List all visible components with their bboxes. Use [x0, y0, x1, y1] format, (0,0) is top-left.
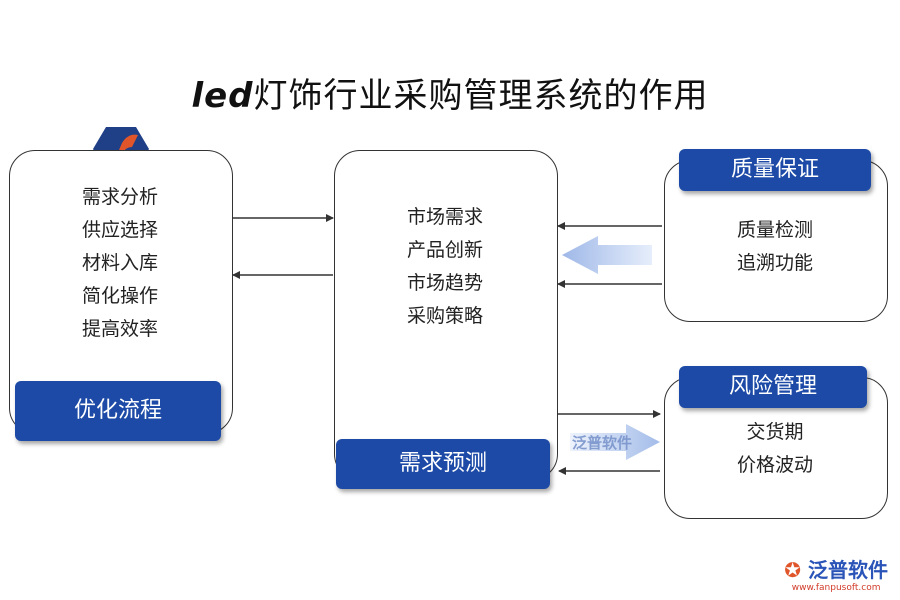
title-main: 灯饰行业采购管理系统的作用	[253, 76, 709, 116]
brand-url: www.fanpusoft.com	[791, 583, 881, 593]
left-box-label: 优化流程	[15, 381, 221, 441]
center-box-items: 市场需求 产品创新 市场趋势 采购策略	[334, 201, 556, 333]
big-arrow-left	[562, 236, 652, 274]
center-box-label: 需求预测	[336, 439, 550, 489]
right-top-box-label: 质量保证	[679, 149, 871, 191]
right-top-box-items: 质量检测 追溯功能	[664, 214, 886, 280]
list-item: 质量检测	[736, 219, 813, 241]
list-item: 材料入库	[81, 252, 158, 274]
diagram-title: led灯饰行业采购管理系统的作用	[0, 68, 900, 117]
list-item: 价格波动	[736, 454, 813, 476]
right-bottom-box-label: 风险管理	[679, 366, 867, 408]
list-item: 简化操作	[81, 285, 158, 307]
list-item: 产品创新	[406, 239, 483, 261]
list-item: 需求分析	[81, 186, 158, 208]
list-item: 采购策略	[406, 305, 483, 327]
center-box	[334, 150, 558, 480]
right-bottom-box-items: 交货期 价格波动	[664, 416, 886, 482]
list-item: 供应选择	[81, 219, 158, 241]
list-item: 市场需求	[406, 206, 483, 228]
list-item: 追溯功能	[736, 252, 813, 274]
list-item: 提高效率	[81, 318, 158, 340]
brand-logo: ✪ 泛普软件 www.fanpusoft.com	[784, 554, 888, 593]
list-item: 交货期	[746, 421, 804, 443]
title-prefix: led	[191, 76, 254, 116]
big-arrow-right	[570, 424, 660, 460]
brand-name: 泛普软件	[808, 558, 888, 582]
brand-mark-icon: ✪	[784, 558, 802, 582]
left-box-items: 需求分析 供应选择 材料入库 简化操作 提高效率	[9, 181, 231, 346]
list-item: 市场趋势	[406, 272, 483, 294]
watermark-text: 泛普软件	[572, 434, 633, 452]
